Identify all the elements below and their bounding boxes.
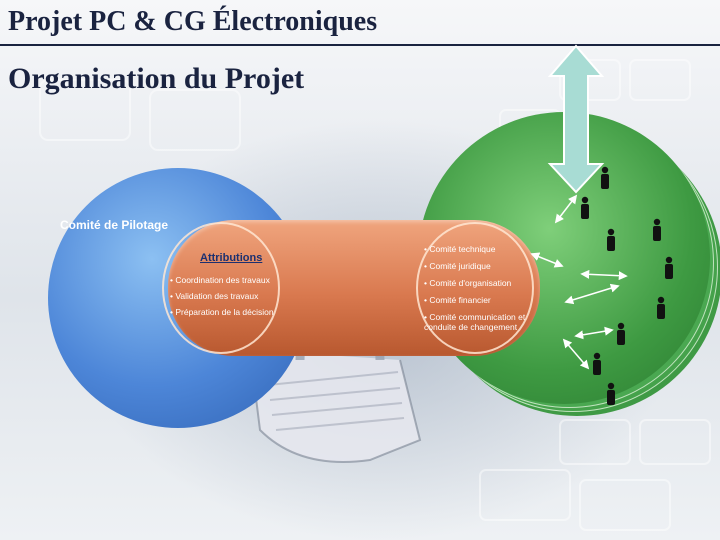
person-icon <box>590 352 604 376</box>
double-arrow-icon <box>532 254 562 266</box>
person-icon <box>604 382 618 406</box>
double-arrow-icon <box>564 340 588 368</box>
double-arrow-icon <box>582 274 626 276</box>
person-icon <box>578 196 592 220</box>
person-icon <box>604 228 618 252</box>
person-icon <box>662 256 676 280</box>
person-icon <box>654 296 668 320</box>
person-icon <box>614 322 628 346</box>
double-arrow-icon <box>566 286 618 302</box>
double-arrow-icon <box>576 330 612 336</box>
person-icon <box>650 218 664 242</box>
person-icon <box>598 166 612 190</box>
double-arrow-icon <box>556 196 576 222</box>
